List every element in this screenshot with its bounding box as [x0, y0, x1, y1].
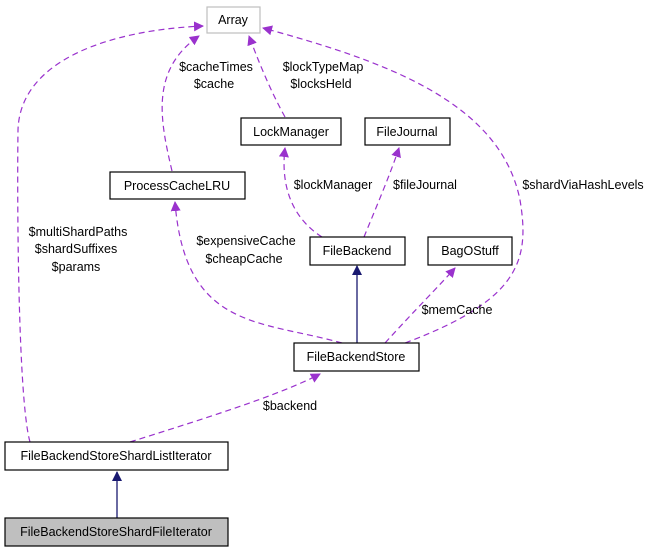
edge-filebackendstore-to-processcachelru: [170, 201, 343, 344]
edge-label: $lockManager: [294, 178, 373, 192]
node-label: FileJournal: [376, 125, 437, 139]
node-filejournal[interactable]: FileJournal: [364, 117, 451, 146]
edge-label: $backend: [263, 399, 317, 413]
node-shardfileiterator: FileBackendStoreShardFileIterator: [4, 517, 229, 547]
node-label: ProcessCacheLRU: [124, 179, 230, 193]
edge-label: $fileJournal: [393, 178, 457, 192]
edge-label: $shardViaHashLevels: [522, 178, 643, 192]
node-filebackend[interactable]: FileBackend: [309, 236, 406, 266]
node-label: Array: [218, 13, 249, 27]
edge-label: $cheapCache: [205, 252, 282, 266]
edge-label: $multiShardPaths: [29, 225, 128, 239]
node-array[interactable]: Array: [206, 6, 261, 34]
edge-iterator-to-filebackendstore: [129, 373, 321, 443]
edge-filebackendstore-to-array: [262, 25, 524, 344]
edge-lockmanager-to-array: [247, 35, 286, 118]
edge-label: $expensiveCache: [196, 234, 295, 248]
edge-filebackend-to-lockmanager: [278, 147, 323, 238]
edge-label: $lockTypeMap: [283, 60, 364, 74]
node-label: FileBackendStoreShardFileIterator: [20, 525, 212, 539]
edge-label: $shardSuffixes: [35, 242, 117, 256]
node-label: FileBackend: [323, 244, 392, 258]
node-lockmanager[interactable]: LockManager: [240, 117, 342, 146]
edge-label: $locksHeld: [290, 77, 351, 91]
node-label: FileBackendStoreShardListIterator: [20, 449, 211, 463]
edge-processcachelru-to-array: [161, 35, 200, 172]
node-shardlistiterator[interactable]: FileBackendStoreShardListIterator: [4, 441, 229, 471]
node-label: LockManager: [253, 125, 329, 139]
node-label: BagOStuff: [441, 244, 499, 258]
edge-filebackend-to-filejournal: [363, 147, 401, 238]
node-label: FileBackendStore: [307, 350, 406, 364]
edge-label: $params: [52, 260, 101, 274]
node-bagostuff[interactable]: BagOStuff: [427, 236, 513, 266]
edge-iterator-to-array: [17, 21, 204, 443]
node-filebackendstore[interactable]: FileBackendStore: [293, 342, 420, 372]
edge-label: $cache: [194, 77, 234, 91]
edge-label: $cacheTimes: [179, 60, 253, 74]
edge-label: $memCache: [422, 303, 493, 317]
node-processcachelru[interactable]: ProcessCacheLRU: [109, 171, 246, 200]
edge-filebackendstore-to-bagostuff: [384, 267, 456, 344]
